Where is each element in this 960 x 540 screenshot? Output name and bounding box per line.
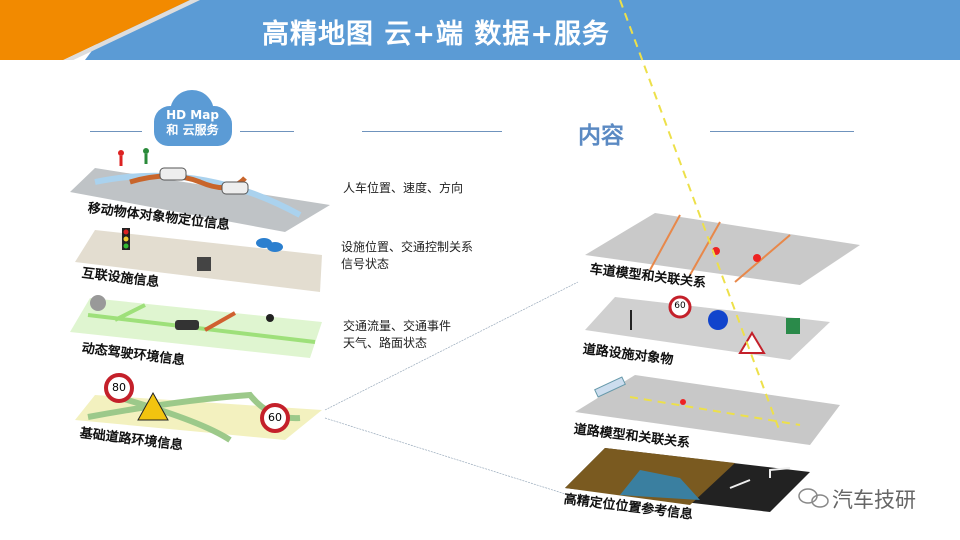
car-icon bbox=[159, 167, 187, 181]
watermark: 汽车技研 bbox=[832, 488, 916, 512]
car-icon bbox=[221, 181, 249, 195]
sign-80-text: 80 bbox=[112, 381, 126, 394]
exit-sign-icon bbox=[786, 318, 800, 334]
layer-lane-model bbox=[585, 213, 860, 285]
layer-description: 设施位置、交通控制关系信号状态 bbox=[341, 240, 474, 271]
speed-limit-60-icon bbox=[260, 403, 290, 433]
layer-positioning-reference bbox=[565, 448, 810, 512]
cloud-icon bbox=[154, 90, 232, 146]
layer-base-road bbox=[75, 373, 322, 443]
wechat-icon bbox=[798, 488, 829, 508]
corner-decoration bbox=[0, 0, 190, 60]
divider bbox=[362, 131, 502, 132]
divider bbox=[240, 131, 294, 132]
layer-road-facilities bbox=[585, 295, 830, 360]
snow-warning-icon bbox=[137, 391, 169, 421]
connector-line bbox=[324, 417, 579, 499]
chip-icon bbox=[197, 257, 211, 271]
direction-sign-icon bbox=[708, 310, 728, 330]
pedestrian-icon bbox=[143, 148, 149, 154]
layer-description: 人车位置、速度、方向 bbox=[343, 181, 464, 195]
pedestrian-icon bbox=[118, 150, 124, 156]
accident-icon bbox=[175, 320, 199, 330]
layer-moving-objects bbox=[70, 148, 330, 232]
cloud-label: HD Map 和 云服务 bbox=[150, 108, 235, 138]
layer-connected-facilities bbox=[75, 228, 322, 292]
speed-limit-60-icon bbox=[668, 295, 692, 319]
connector-line bbox=[324, 281, 579, 411]
sign-60-text: 60 bbox=[268, 411, 282, 424]
layer-description: 交通流量、交通事件天气、路面状态 bbox=[343, 319, 452, 350]
page-title: 高精地图 云+端 数据+服务 bbox=[262, 19, 611, 50]
roadwork-icon bbox=[266, 314, 274, 322]
divider bbox=[710, 131, 854, 132]
layer-road-model bbox=[575, 0, 840, 445]
divider bbox=[90, 131, 142, 132]
title-banner bbox=[0, 0, 960, 60]
rain-cloud-icon bbox=[90, 295, 106, 311]
content-heading: 内容 bbox=[578, 123, 624, 149]
layer-dynamic-environment bbox=[70, 295, 322, 358]
satellite-icon bbox=[594, 376, 626, 398]
cloud-line2: 和 云服务 bbox=[166, 123, 219, 137]
speed-limit-80-icon bbox=[104, 373, 134, 403]
cloud-line1: HD Map bbox=[166, 108, 219, 122]
sign-60-text: 60 bbox=[674, 301, 686, 311]
